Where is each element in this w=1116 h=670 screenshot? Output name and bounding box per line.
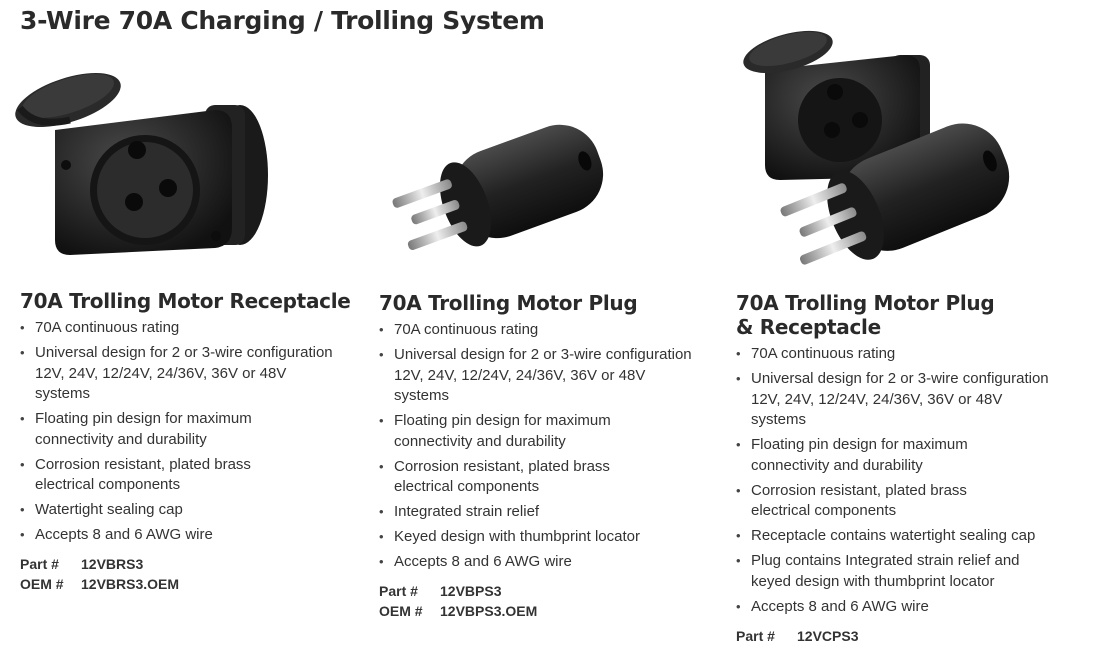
feature-list-plug-and-receptacle: 70A continuous rating Universal design f… <box>736 344 1076 622</box>
oem-label: OEM # <box>20 576 64 592</box>
feature-item: Corrosion resistant, plated brass electr… <box>736 481 1021 522</box>
oem-label: OEM # <box>379 603 423 619</box>
plug-image <box>392 124 604 250</box>
product-name-receptacle: 70A Trolling Motor Receptacle <box>20 289 351 313</box>
product-name-plug: 70A Trolling Motor Plug <box>379 291 638 315</box>
feature-item: Receptacle contains watertight sealing c… <box>736 526 1076 547</box>
feature-item: 70A continuous rating <box>736 344 1076 365</box>
feature-item: Corrosion resistant, plated brass electr… <box>379 457 664 498</box>
feature-item: Accepts 8 and 6 AWG wire <box>736 597 1076 618</box>
feature-item: Floating pin design for maximum connecti… <box>736 435 1021 476</box>
part-numbers-receptacle: Part # 12VBRS3 OEM # 12VBRS3.OEM <box>20 554 179 594</box>
oem-number: 12VBRS3.OEM <box>81 576 180 592</box>
part-label: Part # <box>379 583 418 599</box>
part-number: 12VCPS3 <box>797 628 859 644</box>
feature-item: Accepts 8 and 6 AWG wire <box>20 525 350 546</box>
feature-item: Universal design for 2 or 3-wire configu… <box>20 343 335 405</box>
part-numbers-plug-and-receptacle: Part # 12VCPS3 <box>736 626 858 646</box>
feature-item: Plug contains Integrated strain relief a… <box>736 551 1061 592</box>
part-label: Part # <box>20 556 59 572</box>
part-label: Part # <box>736 628 775 644</box>
part-number: 12VBRS3 <box>81 556 144 572</box>
feature-item: Watertight sealing cap <box>20 500 350 521</box>
feature-item: 70A continuous rating <box>20 318 350 339</box>
product-name-plug-and-receptacle: 70A Trolling Motor Plug & Receptacle <box>736 291 995 339</box>
product-name-line: & Receptacle <box>736 315 881 339</box>
feature-item: Keyed design with thumbprint locator <box>379 527 699 548</box>
part-number: 12VBPS3 <box>440 583 502 599</box>
feature-item: Integrated strain relief <box>379 502 699 523</box>
feature-list-receptacle: 70A continuous rating Universal design f… <box>20 318 350 550</box>
feature-item: Universal design for 2 or 3-wire configu… <box>379 345 694 407</box>
plug-and-receptacle-image <box>743 30 1010 265</box>
oem-number: 12VBPS3.OEM <box>440 603 538 619</box>
feature-item: Accepts 8 and 6 AWG wire <box>379 552 699 573</box>
part-numbers-plug: Part # 12VBPS3 OEM # 12VBPS3.OEM <box>379 581 537 621</box>
feature-item: 70A continuous rating <box>379 320 699 341</box>
feature-item: Floating pin design for maximum connecti… <box>20 409 305 450</box>
product-name-line: 70A Trolling Motor Plug <box>736 291 995 315</box>
feature-item: Corrosion resistant, plated brass electr… <box>20 455 305 496</box>
receptacle-image <box>15 73 268 255</box>
page-title: 3-Wire 70A Charging / Trolling System <box>20 6 545 35</box>
feature-item: Universal design for 2 or 3-wire configu… <box>736 369 1051 431</box>
feature-item: Floating pin design for maximum connecti… <box>379 411 664 452</box>
feature-list-plug: 70A continuous rating Universal design f… <box>379 320 699 577</box>
